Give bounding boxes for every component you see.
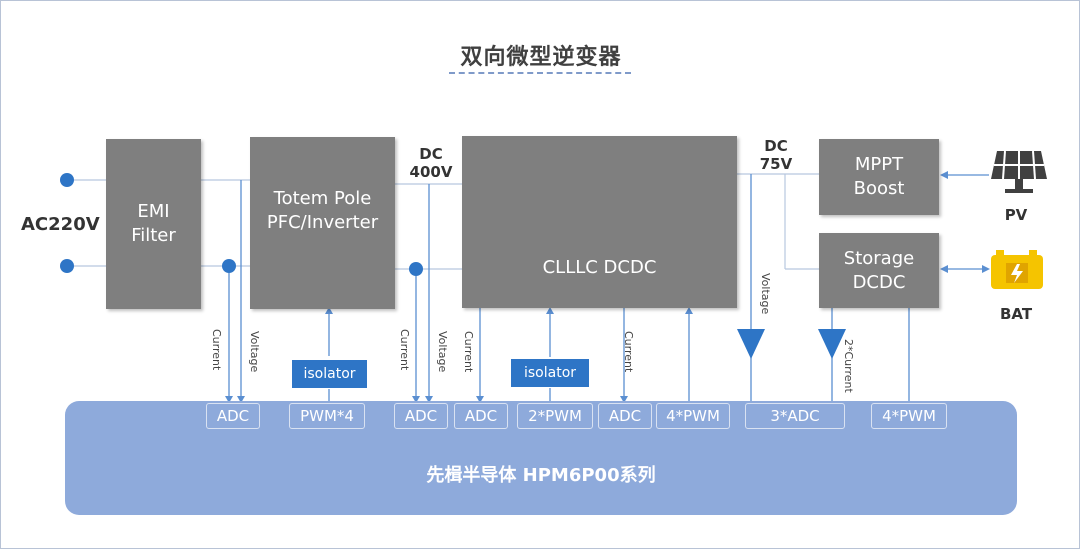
dc-bus-sense-node: [409, 262, 423, 276]
ac-sense-node: [222, 259, 236, 273]
clllc-primary-current-label: Current: [462, 331, 475, 373]
port-4pwm-2: 4*PWM: [871, 403, 947, 429]
pv-label: PV: [1004, 206, 1028, 224]
clllc-secondary-current-label: Current: [622, 331, 635, 373]
page-title: 双向微型逆变器: [460, 45, 622, 70]
storage-dcdc-label: Storage DCDC: [843, 247, 915, 293]
port-pwm4: PWM*4: [289, 403, 365, 429]
port-adc-1: ADC: [206, 403, 260, 429]
bat-label: BAT: [999, 305, 1033, 323]
ac-terminal-bottom: [60, 259, 74, 273]
dc-400v-label: DC 400V: [409, 145, 453, 181]
bus-voltage-label: Voltage: [436, 331, 449, 373]
dc75-voltage-label: Voltage: [759, 273, 772, 315]
voltage-sensor-triangle: [737, 329, 765, 359]
pfc-inverter-label: Totem Pole PFC/Inverter: [266, 188, 379, 233]
ac-current-label: Current: [210, 329, 223, 371]
emi-filter-label: EMI Filter: [131, 201, 176, 246]
isolator-clllc: isolator: [511, 359, 589, 387]
port-3adc: 3*ADC: [745, 403, 845, 429]
port-adc-3: ADC: [454, 403, 508, 429]
clllc-dcdc-label: CLLLC DCDC: [542, 257, 657, 278]
storage-dcdc-block: Storage DCDC: [819, 233, 939, 308]
mcu-chip-label: 先楫半导体 HPM6P00系列: [426, 465, 656, 486]
storage-current-label: 2*Current: [842, 339, 855, 393]
emi-filter-block: EMI Filter: [106, 139, 201, 309]
dc-75v-label: DC 75V: [759, 137, 793, 173]
ac-terminal-top: [60, 173, 74, 187]
mppt-boost-block: MPPT Boost: [819, 139, 939, 215]
port-adc-4: ADC: [598, 403, 652, 429]
ac-voltage-label: Voltage: [248, 331, 261, 373]
isolator-pfc: isolator: [292, 360, 367, 388]
port-4pwm-1: 4*PWM: [656, 403, 730, 429]
pfc-inverter-block: Totem Pole PFC/Inverter: [250, 137, 395, 309]
port-2pwm: 2*PWM: [517, 403, 593, 429]
port-adc-2: ADC: [394, 403, 448, 429]
ac-input-label: AC220V: [21, 214, 100, 235]
battery-icon: [991, 250, 1043, 289]
bus-current-label: Current: [398, 329, 411, 371]
mppt-boost-label: MPPT Boost: [853, 154, 905, 199]
clllc-dcdc-block: CLLLC DCDC: [462, 136, 737, 308]
solar-panel-icon: [991, 150, 1047, 193]
title-underline: [449, 72, 631, 74]
current-sensor-triangle: [818, 329, 846, 359]
